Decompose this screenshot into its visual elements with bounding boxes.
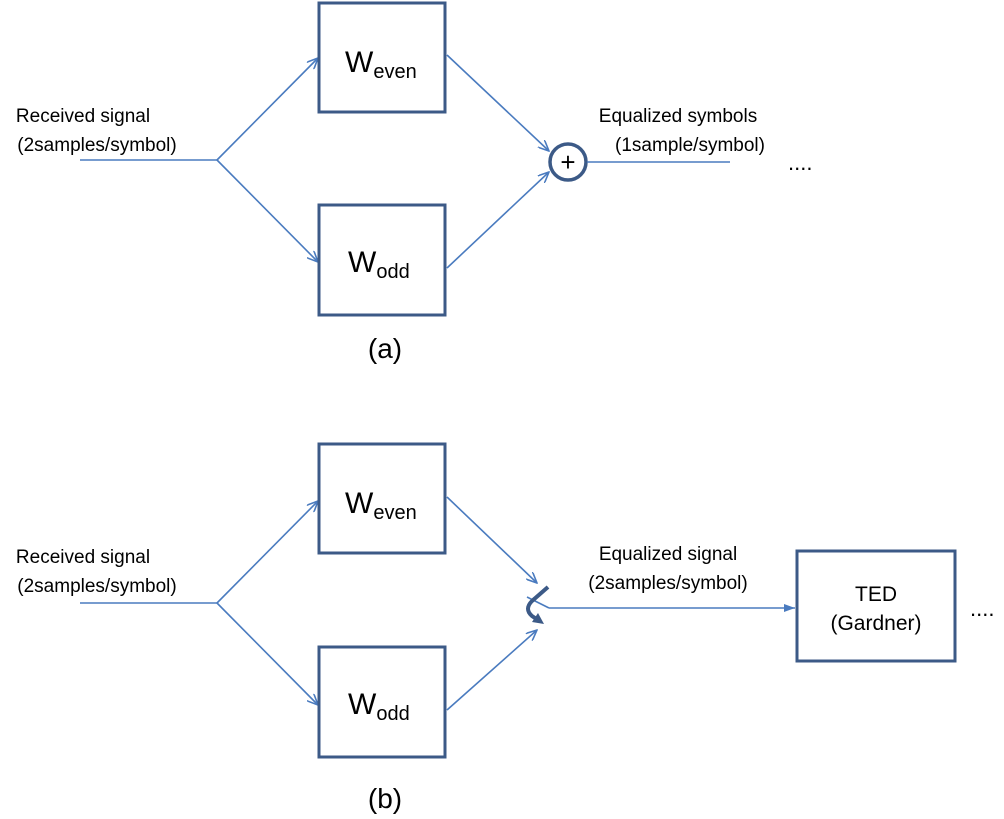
diagram-a: Received signal (2samples/symbol) Weven …: [16, 1, 812, 364]
w-odd-box: [317, 203, 447, 317]
arrow-to-even: [216, 501, 318, 604]
plus-symbol: +: [560, 147, 575, 177]
output-label: Equalized signal: [599, 544, 737, 565]
arrow-odd-to-sum: [446, 172, 549, 269]
w-even-box: [317, 1, 447, 114]
arrow-to-odd: [216, 602, 318, 705]
arrow-to-even: [216, 58, 318, 161]
input-rate-label: (2samples/symbol): [17, 576, 176, 597]
output-rate-label: (2samples/symbol): [588, 573, 747, 594]
w-odd-box: [317, 645, 447, 759]
caption-a: (a): [368, 333, 402, 364]
w-odd-label: Wodd: [348, 246, 410, 283]
input-label: Received signal: [16, 106, 150, 127]
commutator-switch-icon: [526, 585, 550, 624]
diagram-b: Received signal (2samples/symbol) Weven …: [16, 442, 994, 814]
continuation-dots: ....: [788, 150, 812, 175]
input-rate-label: (2samples/symbol): [17, 135, 176, 156]
arrow-odd-to-switch: [446, 630, 537, 711]
input-label: Received signal: [16, 547, 150, 568]
ted-type-label: (Gardner): [830, 612, 921, 635]
caption-b: (b): [368, 783, 402, 814]
continuation-dots: ....: [970, 596, 994, 621]
arrow-even-to-sum: [446, 54, 549, 151]
w-even-label: Weven: [345, 487, 417, 524]
ted-box: [795, 549, 957, 663]
w-even-label: Weven: [345, 46, 417, 83]
ted-label: TED: [855, 583, 897, 606]
output-rate-label: (1sample/symbol): [615, 135, 765, 156]
w-even-box: [317, 442, 447, 555]
output-label: Equalized symbols: [599, 106, 757, 127]
arrow-even-to-switch: [446, 496, 537, 583]
summer-icon: [548, 142, 588, 182]
arrow-to-odd: [216, 159, 318, 262]
w-odd-label: Wodd: [348, 688, 410, 725]
